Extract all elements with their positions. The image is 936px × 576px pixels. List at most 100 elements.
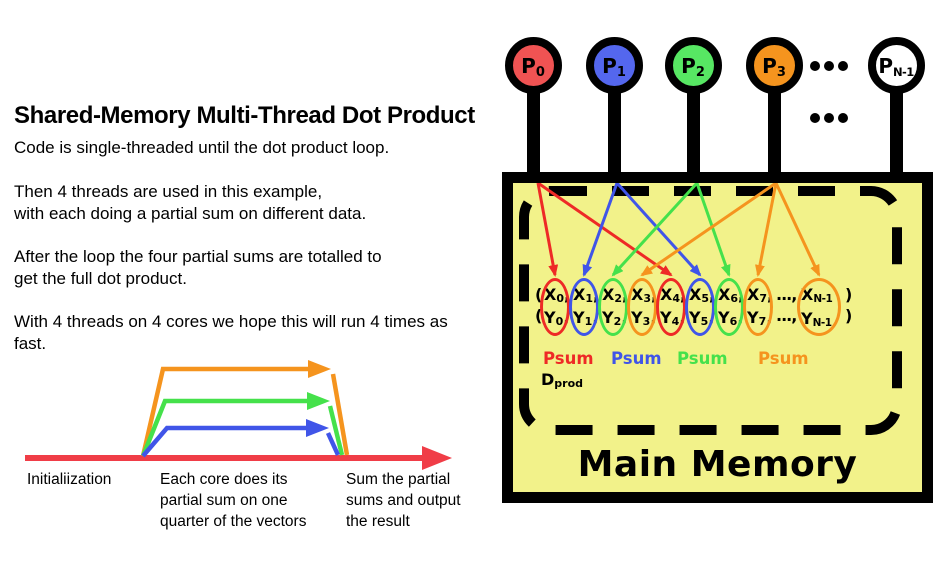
memory-arrow-orange (640, 183, 777, 277)
psum-label-blue: Psum (611, 349, 662, 368)
paragraph-line: with each doing a partial sum on differe… (14, 204, 367, 223)
processors-ellipsis-dot (838, 61, 848, 71)
memory-arrow-blue (582, 183, 619, 277)
paragraph-line: After the loop the four partial sums are… (14, 247, 382, 266)
processor-stem (889, 88, 903, 177)
timeline-label-line: quarter of the vectors (160, 513, 307, 530)
vector-pair-ellipse (685, 278, 715, 336)
processors-ellipsis-dot (810, 113, 820, 123)
vector-pair-0: X0,Y0, (540, 278, 573, 336)
paren-char: ) (845, 306, 853, 325)
timeline-label-init: Initialiization (27, 469, 111, 490)
vector-pair-ellipse (656, 278, 686, 336)
vector-pair-6: X6,Y6, (714, 278, 747, 336)
dprod-base: D (541, 370, 555, 389)
processors-ellipsis-dot (824, 61, 834, 71)
paragraph-1: Code is single-threaded until the dot pr… (14, 137, 389, 159)
vector-pair-1: X1,Y1, (569, 278, 602, 336)
psum-label-orange: Psum (758, 349, 809, 368)
dprod-label: Dprod (541, 370, 584, 390)
timeline-label-line: partial sum on one (160, 492, 288, 509)
processor-label-base: P (602, 53, 617, 78)
timeline-label-line: Each core does its (160, 471, 288, 488)
processor-stem (686, 88, 700, 177)
memory-arrow-blue (615, 183, 702, 277)
processor-circle-p3: P3 (745, 37, 803, 94)
thread-join-line-blue (325, 432, 341, 456)
vector-pair-7: X7,Y7, (743, 278, 776, 336)
processor-label: P2 (681, 53, 705, 80)
paragraph-2: Then 4 threads are used in this example,… (14, 181, 366, 225)
vector-pair-5: X5,Y5, (685, 278, 718, 336)
vector-pair-ellipse (714, 278, 744, 336)
vector-pair-4: X4,Y4, (656, 278, 689, 336)
paren-char: ) (845, 285, 853, 304)
timeline-label-line: the result (346, 513, 410, 530)
thread-join-line-orange (330, 373, 350, 456)
processor-label: P3 (762, 54, 786, 80)
thread-run-arrow-blue (141, 419, 329, 458)
paragraph-line: fast. (14, 334, 47, 353)
processor-label: P1 (602, 53, 626, 80)
processor-label-sub: 2 (695, 64, 705, 80)
processor-circle-p2: P2 (664, 37, 722, 94)
processor-label-base: P (878, 53, 894, 78)
processors-ellipsis-dot (838, 113, 848, 123)
processors-ellipsis-dot (810, 61, 820, 71)
memory-arrow-orange (755, 183, 778, 277)
main-memory-title: Main Memory (577, 444, 858, 485)
psum-label-green: Psum (677, 349, 728, 368)
timeline-diagram (25, 360, 452, 470)
paragraph-3: After the loop the four partial sums are… (14, 246, 382, 290)
processor-circle-p1: P1 (585, 37, 643, 94)
memory-arrow-green (695, 183, 731, 277)
paragraph-line: Code is single-threaded until the dot pr… (14, 138, 390, 157)
vector-pair-2: X2,Y2, (598, 278, 631, 336)
memory-arrow-red (536, 183, 559, 277)
vector-ellipsis: ...,..., (776, 284, 801, 326)
vector-pair-ellipse (598, 278, 628, 336)
vector-pair-ellipse (797, 278, 841, 336)
paren-char: ( (535, 285, 543, 304)
processor-label-sub: 0 (535, 64, 545, 80)
processor-label: PN-1 (878, 53, 914, 79)
dprod-sub: prod (554, 377, 584, 390)
processor-label-sub: 1 (616, 64, 626, 80)
processors-ellipsis-dot (824, 113, 834, 123)
processor-circle-p0: P0 (504, 37, 562, 94)
memory-arrow-green (611, 183, 699, 277)
timeline-label-core: Each core does its partial sum on one quar… (160, 469, 306, 532)
thread-run-arrow-green (140, 392, 330, 457)
processor-label-base: P (521, 53, 536, 78)
close-paren: )) (845, 284, 854, 326)
memory-arrow-red (537, 183, 673, 277)
processor-stem (767, 88, 781, 177)
memory-arrows-layer (519, 183, 902, 435)
vector-pair-3: X3,Y3, (627, 278, 660, 336)
thread-run-arrow-orange (140, 360, 331, 457)
paren-char: ( (535, 306, 543, 325)
vector-pair-ellipse (743, 278, 773, 336)
processor-label-sub: N-1 (893, 64, 914, 79)
page-title: Shared-Memory Multi-Thread Dot Product (14, 102, 475, 130)
processor-label-base: P (681, 53, 696, 78)
timeline-label-line: Initialiization (27, 471, 112, 488)
paragraph-line: With 4 threads on 4 cores we hope this w… (14, 312, 448, 331)
memory-arrow-orange (774, 183, 821, 277)
timeline-label-line: sums and output (346, 492, 461, 509)
processor-label-sub: 3 (776, 64, 786, 80)
main-memory-box: ( (X0,Y0,X1,Y1,X2,Y2,X3,Y3,X4,Y4,X5,Y5,X6… (502, 172, 933, 503)
vector-pair-ellipse (569, 278, 599, 336)
thread-join-line-green (327, 405, 345, 456)
vector-pair-ellipse (540, 278, 570, 336)
paragraph-line: Then 4 threads are used in this example, (14, 182, 323, 201)
paragraph-line: get the full dot product. (14, 269, 187, 288)
vector-arrays: ( (X0,Y0,X1,Y1,X2,Y2,X3,Y3,X4,Y4,X5,Y5,X6… (535, 278, 854, 336)
processor-label: P0 (521, 53, 545, 80)
processor-stem (526, 88, 540, 177)
dashed-memory-region (519, 186, 902, 435)
vector-pair-ellipse (627, 278, 657, 336)
